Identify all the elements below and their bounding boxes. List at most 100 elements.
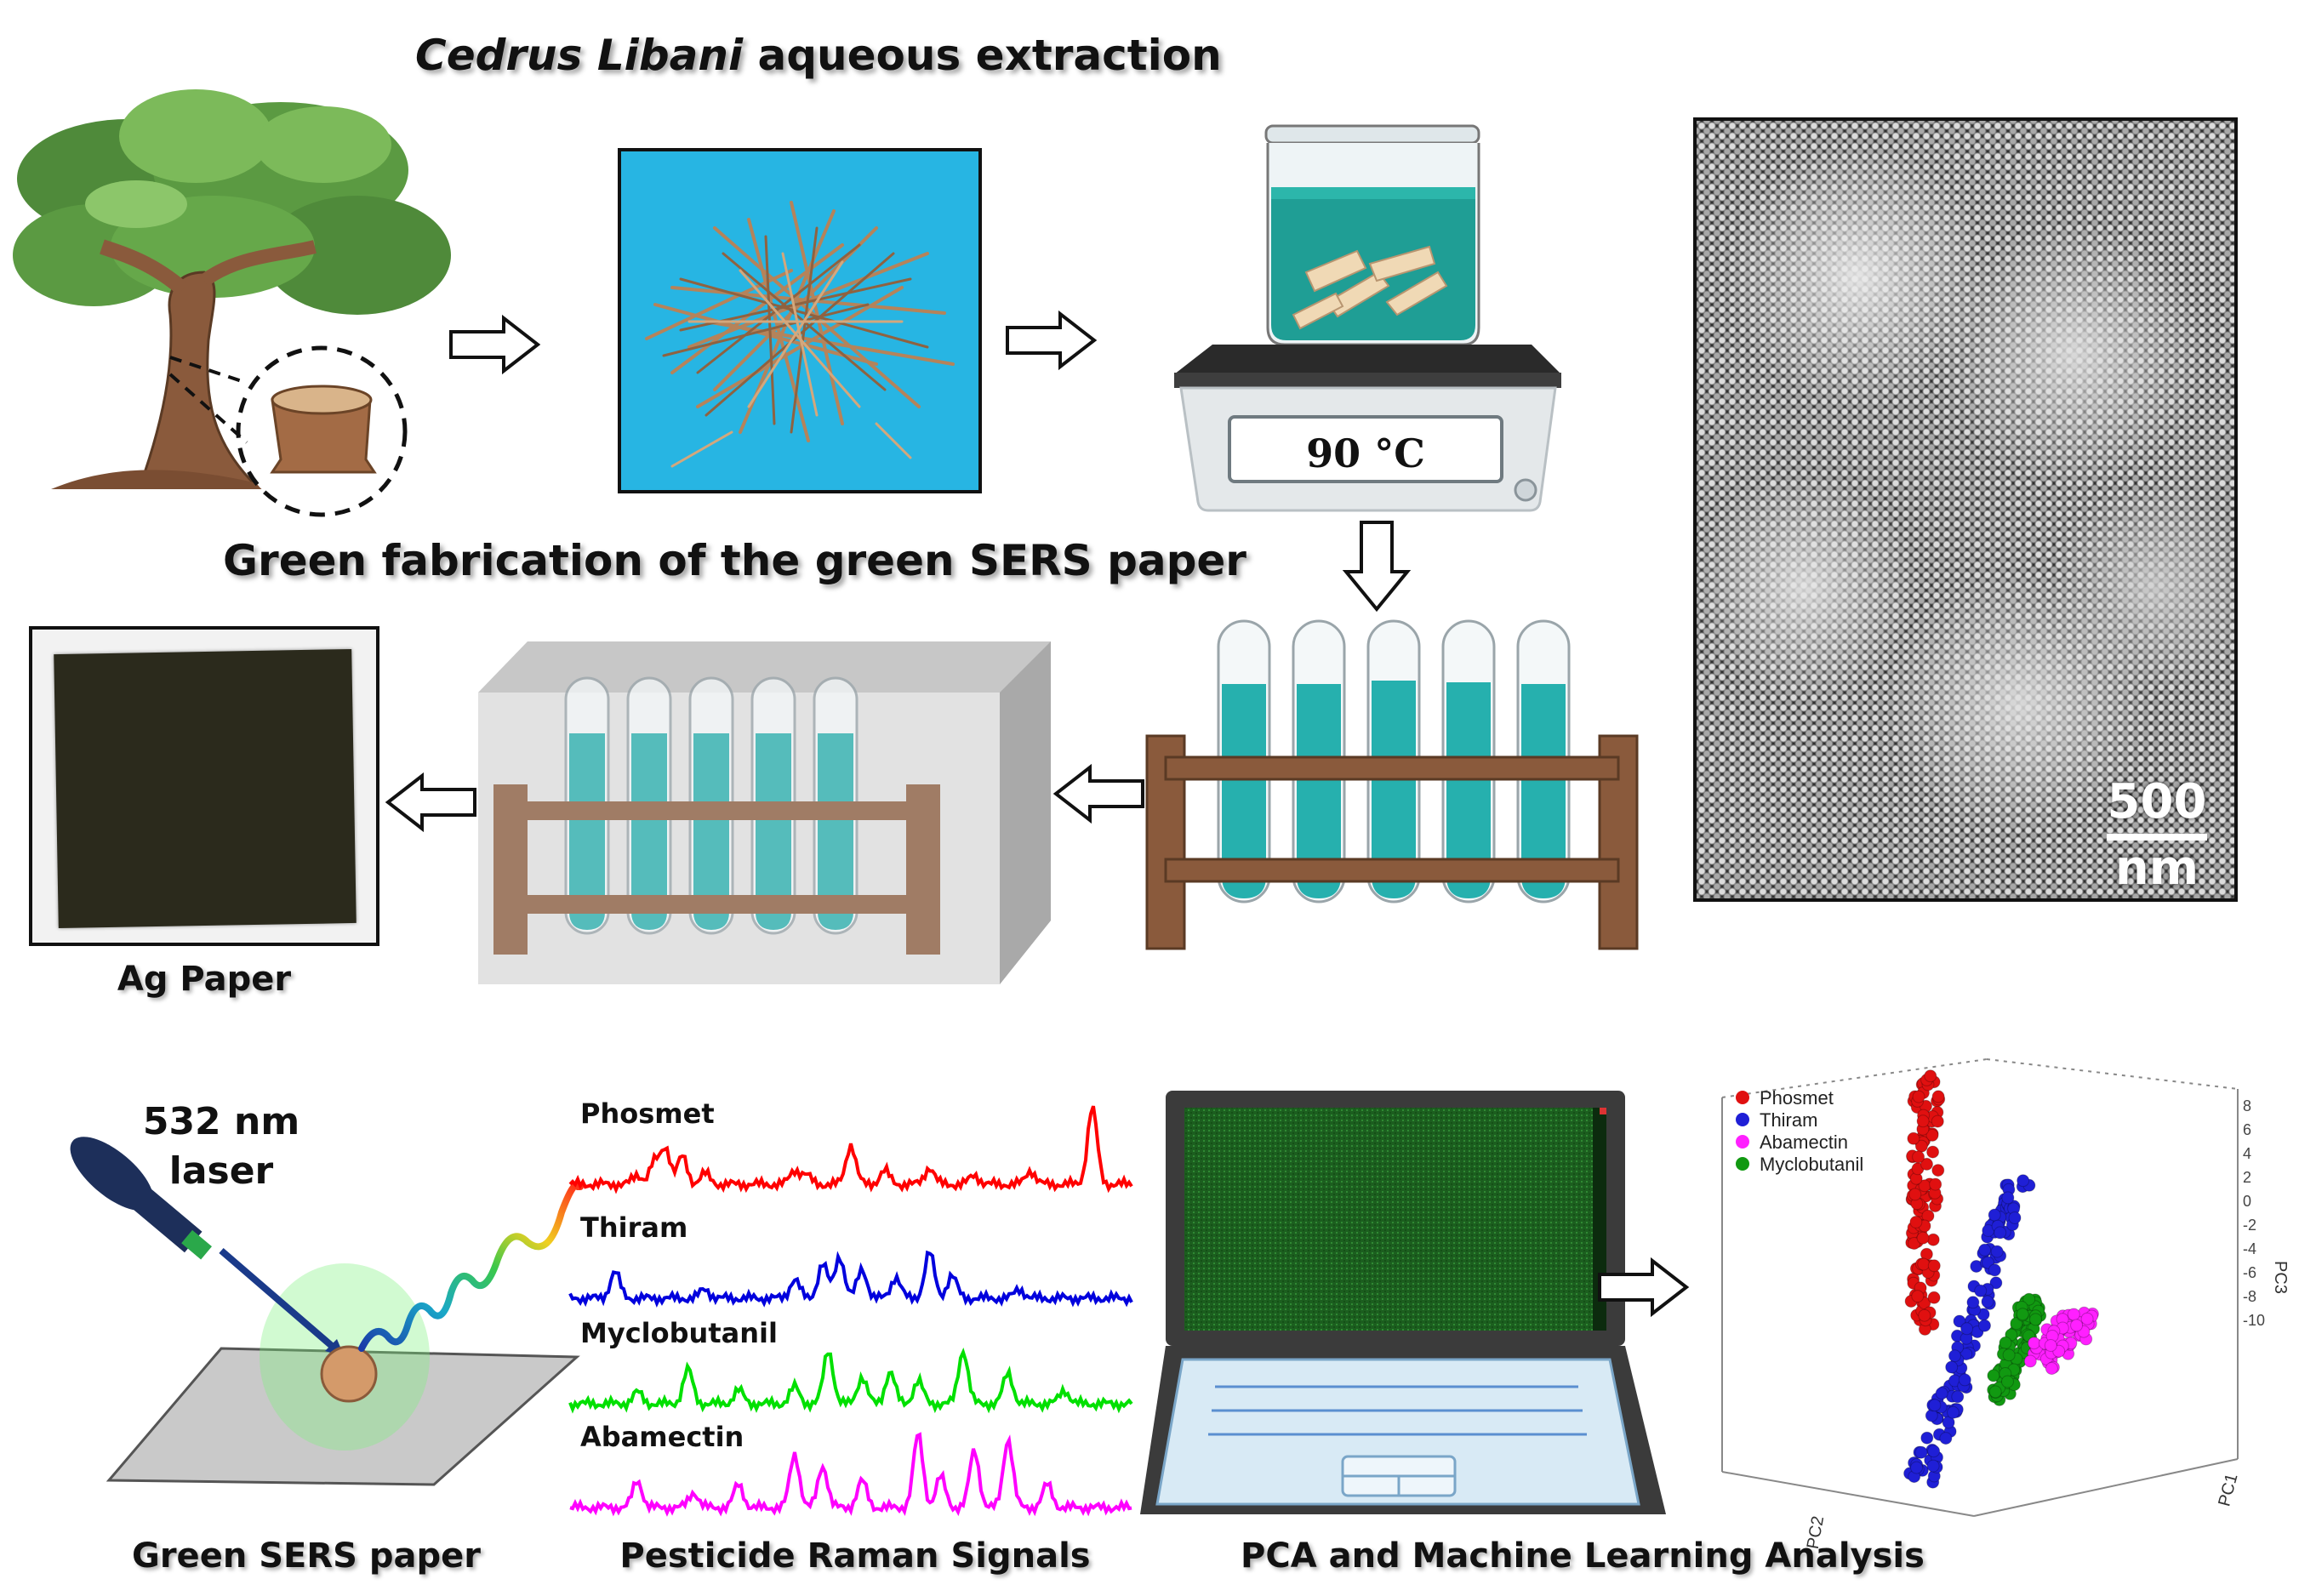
pca-point: [1927, 1259, 1941, 1273]
pca-point: [2016, 1308, 2029, 1321]
pca-point: [1990, 1245, 2004, 1258]
ag-paper-caption: Ag Paper: [117, 960, 292, 999]
pca-point: [1916, 1114, 1930, 1128]
scattered-light-wave: [358, 1182, 584, 1352]
rack-rails: [1164, 755, 1620, 883]
ag-paper-photo: [29, 626, 379, 946]
pca-point: [1942, 1416, 1955, 1429]
pca-legend: Phosmet Thiram Abamectin Myclobutanil: [1736, 1087, 1863, 1176]
pca-point: [1988, 1385, 2002, 1399]
pca-point: [1948, 1349, 1961, 1363]
pca-point: [1974, 1284, 1988, 1297]
tree-canopy: [13, 89, 451, 315]
pca-point: [1935, 1387, 1948, 1400]
pca-point: [2008, 1211, 2022, 1224]
incubator-rack: [493, 676, 940, 955]
pca-point: [2067, 1308, 2080, 1321]
extraction-heading-rest: aqueous extraction: [743, 31, 1222, 80]
legend-item-myclobutanil: Myclobutanil: [1736, 1154, 1863, 1176]
pca-point: [1978, 1319, 1991, 1332]
pca-point: [1907, 1131, 1920, 1145]
sem-image: 500 nm: [1693, 117, 2238, 902]
pca-axes-box: [1721, 1058, 2239, 1517]
pca-point: [1999, 1336, 2012, 1349]
pca-point: [1912, 1090, 1925, 1103]
pca-point: [2080, 1312, 2094, 1325]
laser-probe: [70, 1137, 212, 1260]
pca-point: [1909, 1216, 1923, 1228]
laser-label: 532 nm laser: [128, 1097, 315, 1196]
pca-point: [1981, 1295, 1994, 1308]
arrow-beaker-to-tubes: [1342, 521, 1412, 613]
pc3-axis-label: PC3: [2270, 1261, 2290, 1294]
pca-point: [2028, 1337, 2041, 1350]
pca-point: [2070, 1319, 2084, 1332]
spectrum-label-myclobutanil: Myclobutanil: [580, 1317, 778, 1349]
arrow-oven-to-ag-paper: [385, 772, 476, 833]
pca-point: [1920, 1157, 1933, 1171]
pca-point: [2002, 1348, 2016, 1362]
cedar-needles-photo: [618, 148, 982, 493]
spectrum-trace-thiram: [568, 1250, 1133, 1308]
legend-item-abamectin: Abamectin: [1736, 1131, 1863, 1154]
legend-item-thiram: Thiram: [1736, 1109, 1863, 1131]
beaker-on-hotplate: [1174, 124, 1561, 512]
pca-point: [1994, 1226, 2007, 1240]
pca-point: [1951, 1390, 1965, 1404]
arrow-needles-to-beaker: [1006, 310, 1098, 371]
pca-point: [1945, 1360, 1959, 1374]
pca-point: [2001, 1375, 2014, 1388]
pca-point: [1931, 1114, 1944, 1128]
pca-point: [1928, 1399, 1942, 1412]
raman-spectra: [568, 1105, 1133, 1517]
incubator-box: [478, 641, 1051, 984]
sem-scale-unit: nm: [2114, 841, 2199, 896]
pca-point: [1924, 1069, 1937, 1083]
pca-point: [1931, 1090, 1945, 1103]
green-sers-paper-caption: Green SERS paper: [132, 1536, 481, 1576]
pca-point: [1988, 1263, 2001, 1277]
pca-point: [1914, 1445, 1928, 1459]
spectrum-label-abamectin: Abamectin: [580, 1421, 744, 1453]
extraction-heading: Cedrus Libani aqueous extraction: [415, 31, 1222, 80]
pca-point: [1920, 1431, 1934, 1445]
pca-point: [2022, 1292, 2036, 1306]
stump-inset: [168, 345, 408, 517]
pca-point: [1953, 1314, 1966, 1328]
sers-measurement-illustration: [70, 1137, 584, 1486]
pca-point: [1912, 1150, 1925, 1164]
pca-point: [1911, 1290, 1925, 1303]
pca-point: [2023, 1354, 2037, 1368]
pca-point: [1910, 1461, 1923, 1474]
laser-wavelength: 532 nm: [142, 1100, 300, 1143]
pca-point: [1960, 1322, 1974, 1336]
pca-point: [1947, 1405, 1959, 1419]
pca-point: [1927, 1291, 1941, 1304]
pca-point: [1925, 1128, 1939, 1142]
extraction-heading-species: Cedrus Libani: [415, 31, 744, 80]
test-tube-rack: [1145, 619, 1639, 950]
pca-point: [2029, 1313, 2042, 1326]
needles-pile: [645, 201, 955, 468]
legend-item-phosmet: Phosmet: [1736, 1087, 1863, 1109]
pca-point: [2044, 1339, 2057, 1352]
pca-point: [1916, 1231, 1930, 1245]
hotplate-temperature: 90 °C: [1306, 430, 1425, 476]
laptop-keyboard-area: [1155, 1358, 1640, 1506]
sem-scale-bar: [2107, 834, 2207, 841]
pca-ml-caption: PCA and Machine Learning Analysis: [1241, 1536, 1925, 1576]
pca-point: [2017, 1174, 2030, 1188]
pca-point: [2045, 1362, 2058, 1375]
pca-point: [1926, 1459, 1940, 1473]
pca-point: [1908, 1188, 1922, 1201]
pc3-tick-labels: 8 6 4 2 0 -2 -4 -6 -8 -10: [2243, 1097, 2266, 1329]
pca-point: [1988, 1208, 2001, 1222]
spectrum-label-thiram: Thiram: [580, 1211, 688, 1244]
pca-point: [1966, 1296, 1980, 1309]
spectrum-trace-abamectin: [569, 1432, 1132, 1517]
pca-point: [1958, 1373, 1971, 1387]
pca-point: [2001, 1191, 2015, 1205]
pca-point: [1927, 1445, 1941, 1458]
ag-paper-sheet: [54, 648, 357, 929]
silver-nanoparticle: [320, 1345, 378, 1403]
